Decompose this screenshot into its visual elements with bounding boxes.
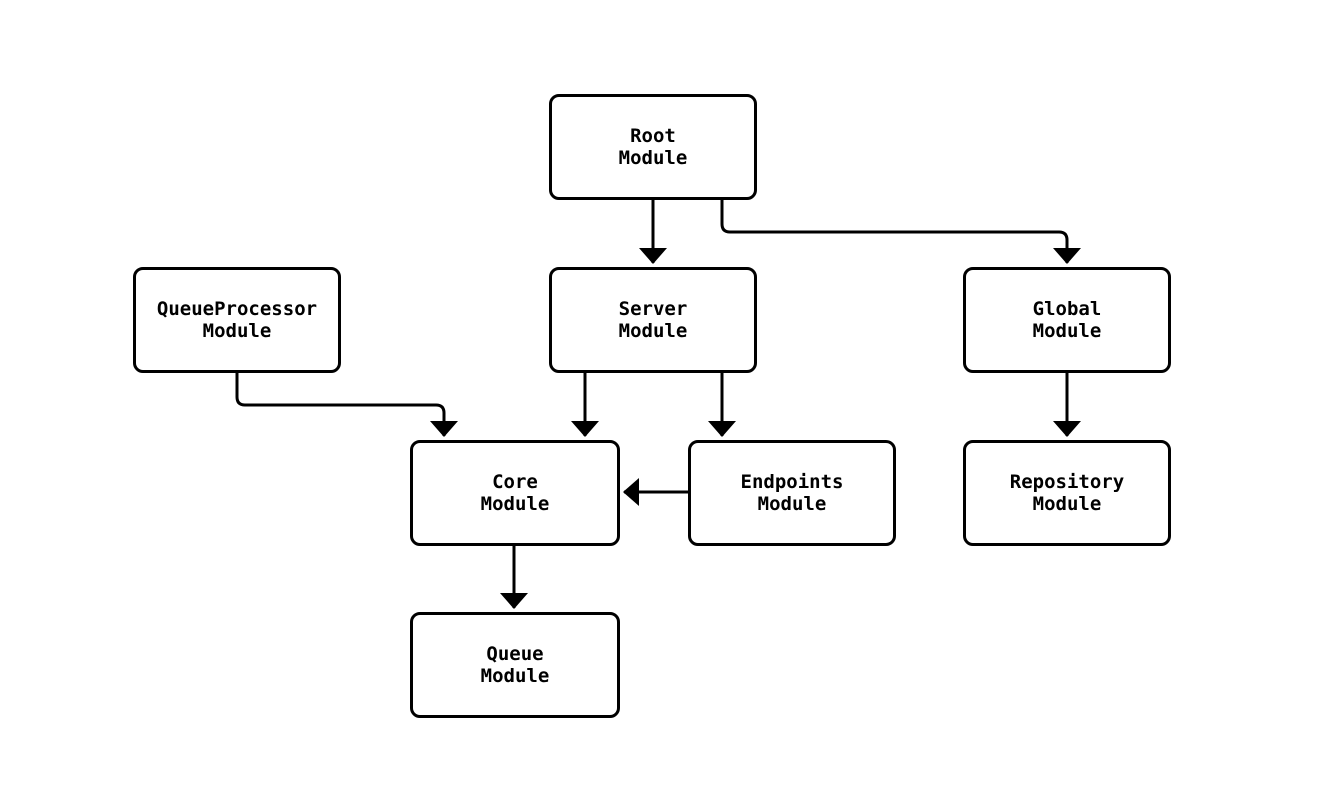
node-label-line: QueueProcessor: [156, 298, 318, 320]
node-label-line: Root: [630, 125, 676, 147]
node-label-line: Endpoints: [740, 471, 844, 493]
node-label-line: Server: [618, 298, 688, 320]
edge-root-to-global: [720, 199, 1081, 264]
node-label-line: Repository: [1009, 471, 1125, 493]
node-label-line: Module: [618, 147, 688, 169]
node-root-module: Root Module: [549, 94, 757, 200]
node-global-module: Global Module: [963, 267, 1171, 373]
node-label-line: Module: [480, 665, 550, 687]
node-label-line: Module: [757, 493, 827, 515]
node-label-line: Queue: [486, 643, 544, 665]
node-core-module: Core Module: [410, 440, 620, 546]
node-label-line: Module: [202, 320, 272, 342]
node-queue-module: Queue Module: [410, 612, 620, 718]
node-label-line: Module: [480, 493, 550, 515]
node-server-module: Server Module: [549, 267, 757, 373]
node-repository-module: Repository Module: [963, 440, 1171, 546]
node-endpoints-module: Endpoints Module: [688, 440, 896, 546]
node-label-line: Module: [1032, 493, 1102, 515]
node-label-line: Global: [1032, 298, 1102, 320]
edge-queueprocessor-to-core: [235, 373, 458, 437]
node-label-line: Core: [492, 471, 538, 493]
node-queueprocessor-module: QueueProcessor Module: [133, 267, 341, 373]
node-label-line: Module: [618, 320, 688, 342]
node-label-line: Module: [1032, 320, 1102, 342]
